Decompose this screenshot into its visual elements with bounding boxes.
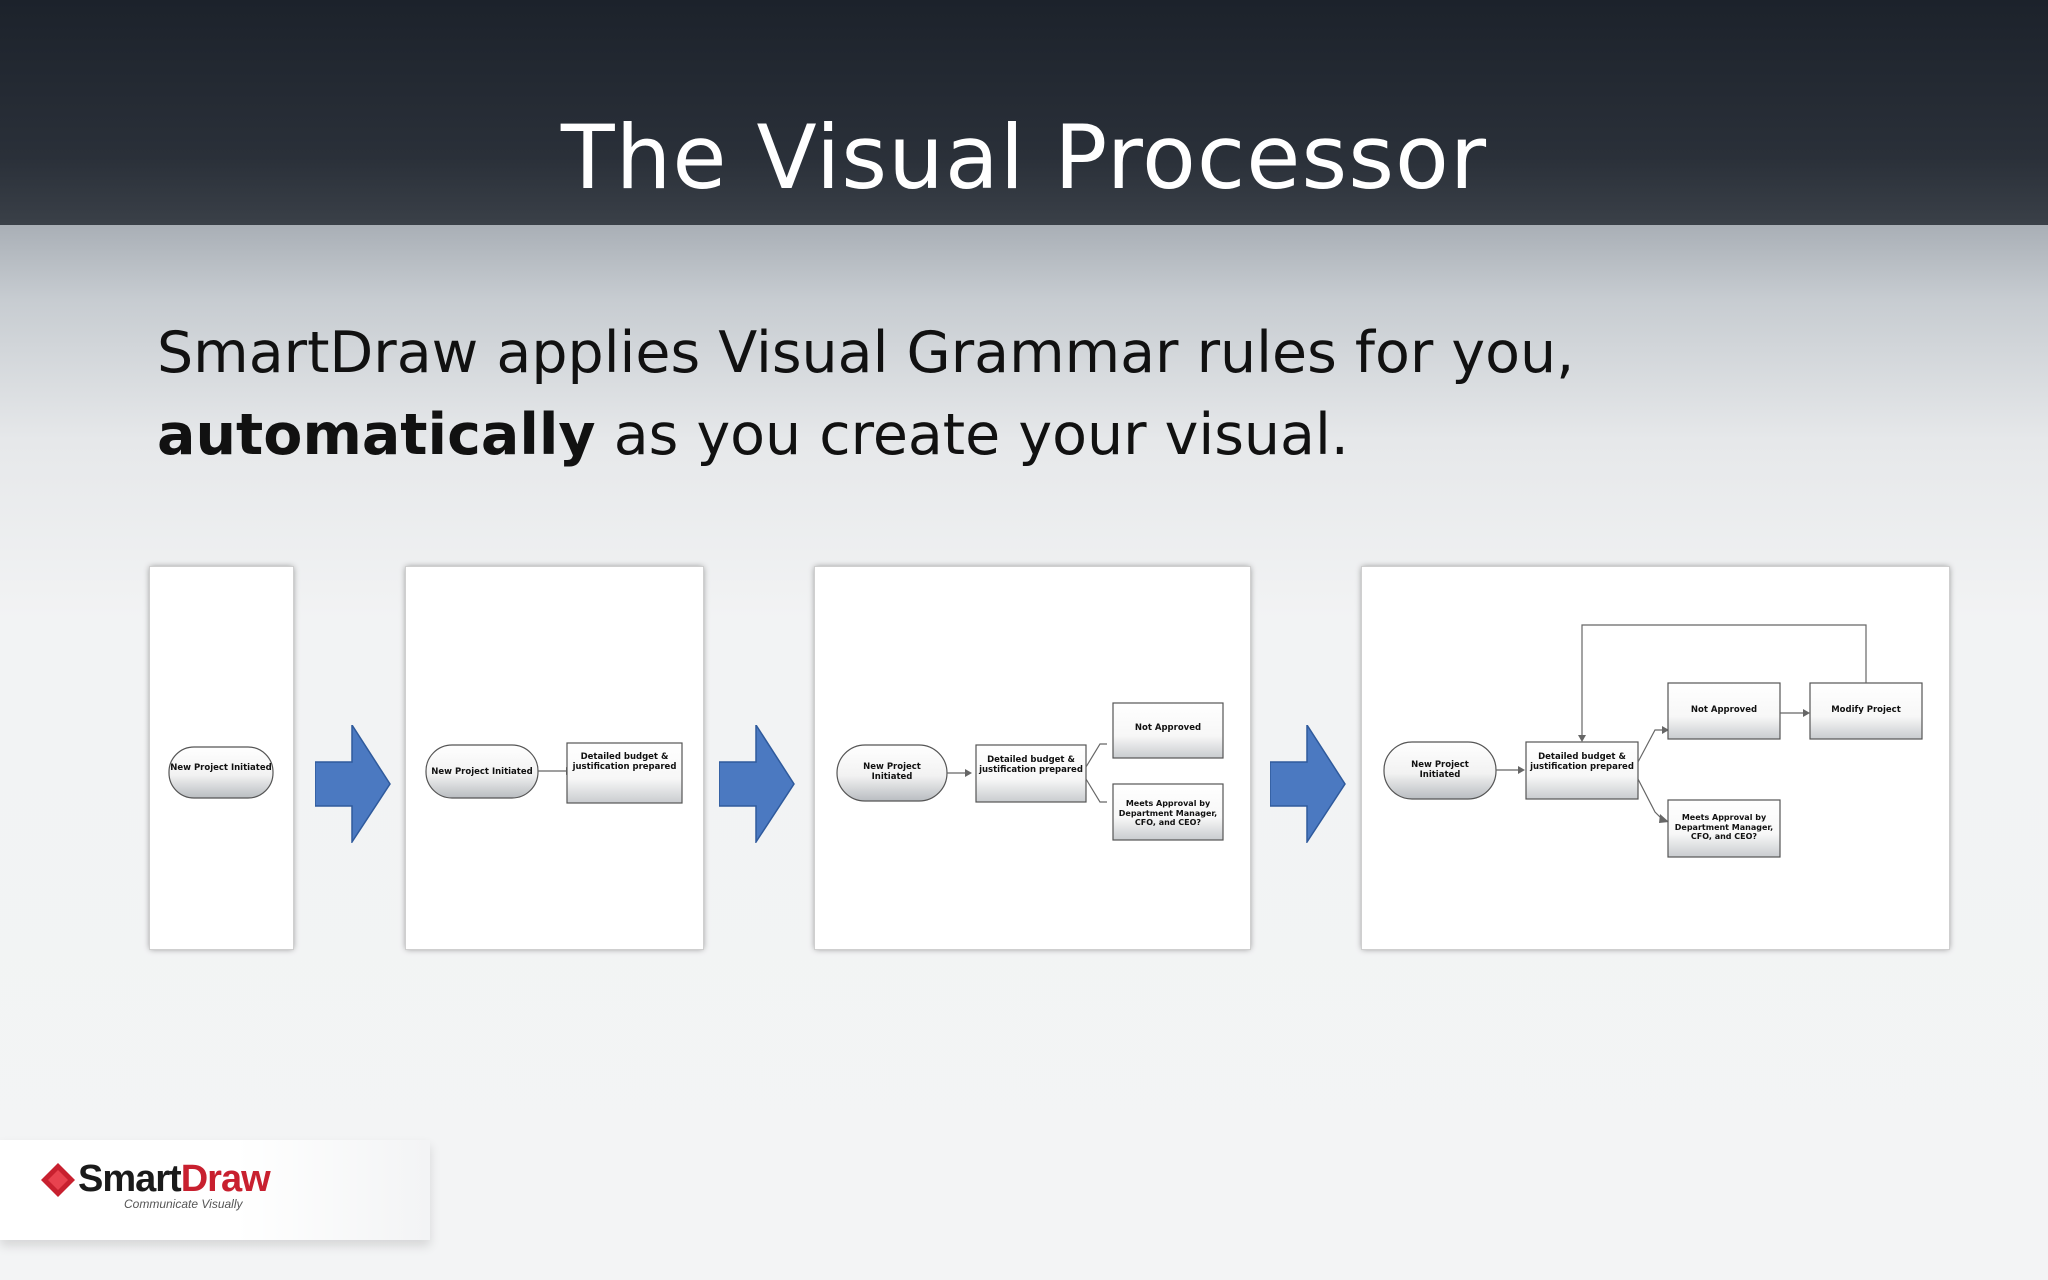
logo-wordmark: SmartDraw [78, 1158, 271, 1200]
subtitle-line1: SmartDraw applies Visual Grammar rules f… [157, 320, 1575, 386]
not-approved-node [1667, 682, 1781, 740]
flowchart-1-svg: New Project Initiated [168, 746, 274, 799]
budget-node-label: Detailed budget & justification prepared [1530, 752, 1634, 772]
meets-approval-label: Meets Approval by Department Manager, CF… [1674, 813, 1774, 841]
progress-arrow-2 [718, 722, 795, 847]
connector-head [1578, 735, 1586, 742]
budget-node [975, 744, 1087, 803]
title-bar: The Visual Processor [0, 0, 2048, 225]
budget-node-label: Detailed budget & justification prepared [572, 752, 677, 772]
progress-arrow-3 [1269, 722, 1346, 847]
subtitle-bold: automatically [157, 402, 596, 468]
connector-head [1662, 726, 1669, 734]
budget-node-label: Detailed budget & justification prepared [979, 755, 1083, 775]
start-node-label: New Project Initiated [863, 762, 921, 782]
connector-head [965, 769, 972, 777]
connector [1637, 778, 1663, 820]
smartdraw-logo-icon [41, 1163, 75, 1197]
modify-project-node [1809, 682, 1923, 740]
flowchart-2-svg: New Project Initiated Detailed budget & … [425, 742, 683, 804]
meets-approval-node [1112, 783, 1224, 841]
start-node-label: New Project Initiated [431, 767, 532, 777]
budget-node [566, 742, 683, 804]
start-node-label: New Project Initiated [1411, 760, 1469, 780]
connector-head [1518, 766, 1525, 774]
connector [1085, 743, 1107, 768]
flowchart-3-svg: New Project Initiated Detailed budget & … [836, 702, 1224, 841]
budget-node [1525, 741, 1639, 800]
not-approved-label: Not Approved [1134, 723, 1202, 733]
connector [1637, 729, 1662, 763]
subtitle-rest: as you create your visual. [595, 402, 1349, 468]
slide-subtitle: SmartDraw applies Visual Grammar rules f… [157, 312, 1657, 476]
flowchart-panel-1: New Project Initiated [149, 566, 294, 950]
meets-approval-node [1667, 799, 1781, 858]
start-node [168, 746, 274, 799]
connector-head [1659, 814, 1669, 823]
logo-banner [0, 1140, 430, 1240]
flowchart-panel-2: New Project Initiated Detailed budget & … [405, 566, 704, 950]
start-node-label: New Project Initiated [170, 763, 271, 773]
flowchart-panel-4: New Project Initiated Detailed budget & … [1361, 566, 1950, 950]
slide-title: The Visual Processor [560, 106, 1488, 209]
not-approved-node [1112, 702, 1224, 759]
not-approved-label: Not Approved [1690, 705, 1758, 715]
meets-approval-label: Meets Approval by Department Manager, CF… [1118, 799, 1218, 827]
modify-project-label: Modify Project [1831, 705, 1901, 715]
progress-arrow-1 [314, 722, 391, 847]
flowchart-4-svg: New Project Initiated Detailed budget & … [1383, 624, 1923, 858]
flowchart-panel-3: New Project Initiated Detailed budget & … [814, 566, 1251, 950]
loop-connector [1581, 624, 1867, 735]
connector-head [1803, 709, 1810, 717]
logo-tagline: Communicate Visually [124, 1197, 243, 1211]
connector [1085, 778, 1107, 803]
